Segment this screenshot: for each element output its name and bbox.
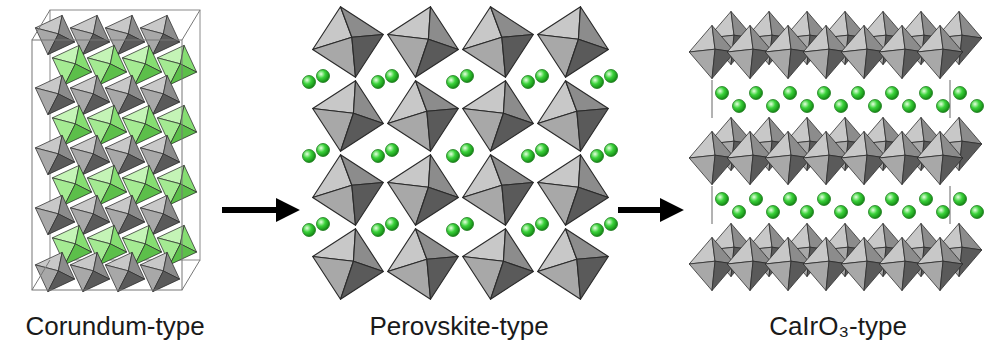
corundum-structure: [28, 8, 204, 299]
unit-cell: [32, 10, 200, 290]
reaction-arrow: [618, 207, 676, 213]
structure-label: Corundum-type: [25, 310, 204, 342]
perovskite-structure: [303, 0, 618, 307]
structure-label: Perovskite-type: [369, 310, 548, 342]
post-perovskite-structure: [689, 11, 983, 290]
structure-panel: Corundum-type: [8, 0, 222, 352]
structure-panel: Perovskite-type: [300, 0, 618, 352]
structure-panel: CaIrO₃-type: [684, 0, 992, 352]
structure-label: CaIrO₃-type: [769, 310, 907, 342]
reaction-arrow: [222, 207, 292, 213]
